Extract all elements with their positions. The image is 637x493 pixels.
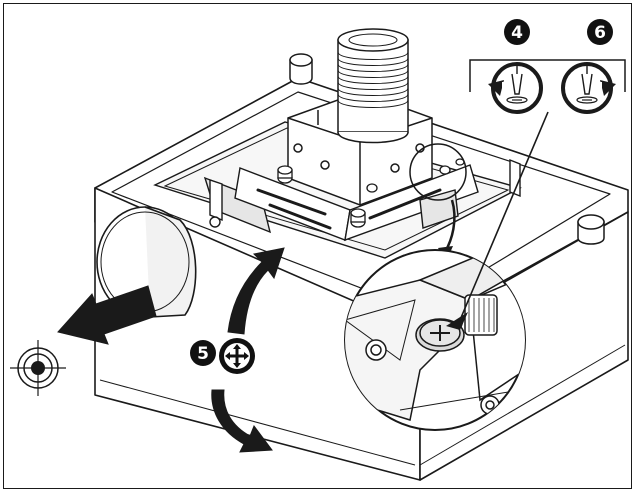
step-5-number: 5 [197, 344, 209, 364]
rotate-counterclockwise-icon [488, 62, 543, 114]
figure-border [3, 3, 632, 489]
step-4-number: 4 [511, 23, 523, 43]
vertical-tilt-arrows [211, 247, 285, 453]
step-4-badge: 4 [504, 19, 530, 45]
detail-source-circle [409, 143, 467, 201]
move-arrows-icon [219, 338, 255, 374]
threaded-pipe [337, 28, 409, 144]
step-group-bracket [469, 59, 626, 92]
target-crosshair-icon [10, 340, 66, 396]
projector-foot-right [577, 214, 605, 245]
screwdriver-pointer-line [459, 111, 549, 321]
projector-foot-top-left [289, 53, 313, 85]
step-5-badge: 5 [190, 340, 216, 366]
rotate-clockwise-icon [561, 62, 616, 114]
mount-screws [277, 158, 465, 228]
pull-lens-arrow [57, 285, 157, 345]
step-6-number: 6 [594, 23, 606, 43]
step-6-badge: 6 [587, 19, 613, 45]
